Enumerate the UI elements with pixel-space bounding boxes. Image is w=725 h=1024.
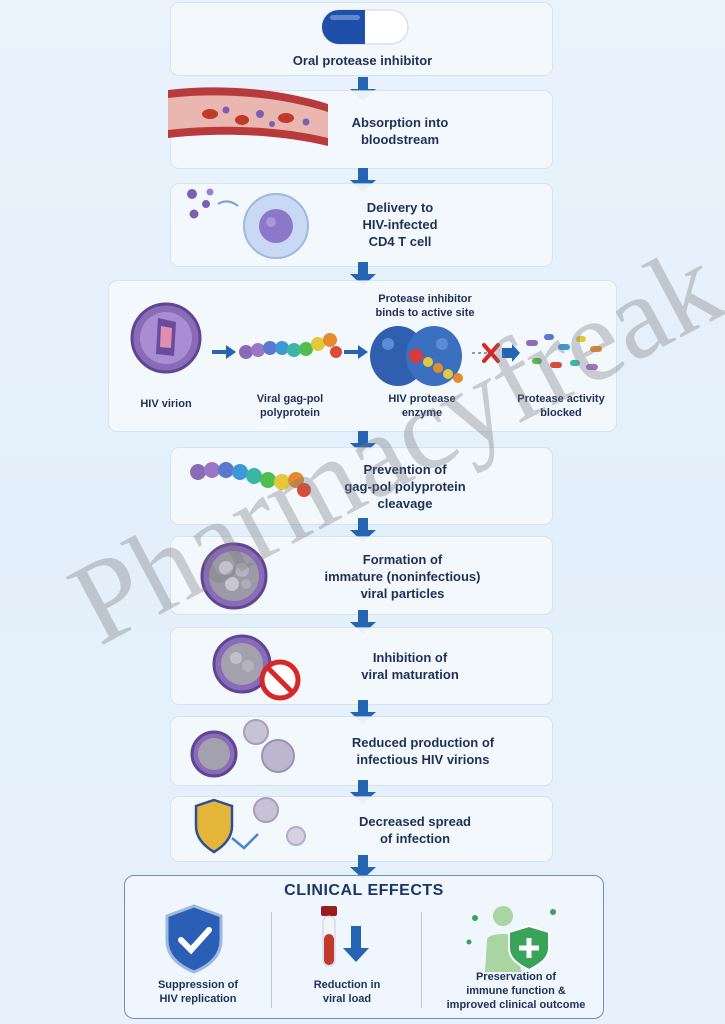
fragments-icon <box>526 334 602 370</box>
immature-virion-icon <box>200 542 268 610</box>
reduced-virions-icon <box>190 719 295 778</box>
step-5-label: Prevention of gag-pol polyprotein cleava… <box>344 462 466 511</box>
virion-inhibited-icon <box>212 634 301 701</box>
blood-vessel-icon <box>168 87 328 146</box>
arrow-right-2 <box>344 345 368 359</box>
flow-arrow-3 <box>350 262 376 286</box>
blocked-cross-icon <box>472 343 520 363</box>
step-3-label: Delivery to HIV-infected CD4 T cell <box>362 200 438 249</box>
person-shield-icon <box>466 906 556 972</box>
arrow-right-1 <box>212 345 236 359</box>
divider-1 <box>271 912 272 1008</box>
virion-label: HIV virion <box>140 398 192 410</box>
protease-enzyme-icon <box>370 326 463 386</box>
step-8-label: Reduced production of infectious HIV vir… <box>351 735 495 767</box>
binding-note: Protease inhibitor binds to active site <box>375 293 475 319</box>
effect-2-label: Reduction in viral load <box>313 979 381 1005</box>
enzyme-label: HIV protease enzyme <box>388 393 456 419</box>
flow-arrow-9 <box>350 855 376 879</box>
clinical-effects-title: CLINICAL EFFECTS <box>284 882 444 899</box>
polyprotein-chain-icon <box>239 333 342 359</box>
step-1-label: Oral protease inhibitor <box>292 53 433 68</box>
step-prevention <box>171 448 552 524</box>
step-9-label: Decreased spread of infection <box>358 814 471 846</box>
effect-1-label: Suppression of HIV replication <box>157 979 239 1005</box>
step-2-label: Absorption into bloodstream <box>351 115 449 147</box>
hiv-virion-icon <box>130 302 202 374</box>
effect-3-label: Preservation of immune function & improv… <box>446 971 586 1011</box>
shield-check-icon <box>165 904 223 974</box>
capsule-icon <box>321 9 409 45</box>
divider-2 <box>421 912 422 1008</box>
cd4-t-cell-icon <box>243 193 309 259</box>
flow-arrow-5 <box>350 518 376 542</box>
step-6-label: Formation of immature (noninfectious) vi… <box>324 552 481 601</box>
blood-tube-down-icon <box>321 906 369 967</box>
polyprotein-intact-icon <box>190 462 311 497</box>
shield-spread-icon <box>194 797 306 854</box>
drug-molecules-icon <box>187 188 239 219</box>
blocked-label: Protease activity blocked <box>517 393 605 419</box>
clinical-effects-panel: CLINICAL EFFECTS Suppression of HIV repl… <box>124 875 604 1019</box>
step-delivery <box>171 184 552 266</box>
step-7-label: Inhibition of viral maturation <box>361 650 459 682</box>
polyprotein-label: Viral gag-pol polyprotein <box>256 393 324 419</box>
step-decreased-spread <box>171 797 552 861</box>
